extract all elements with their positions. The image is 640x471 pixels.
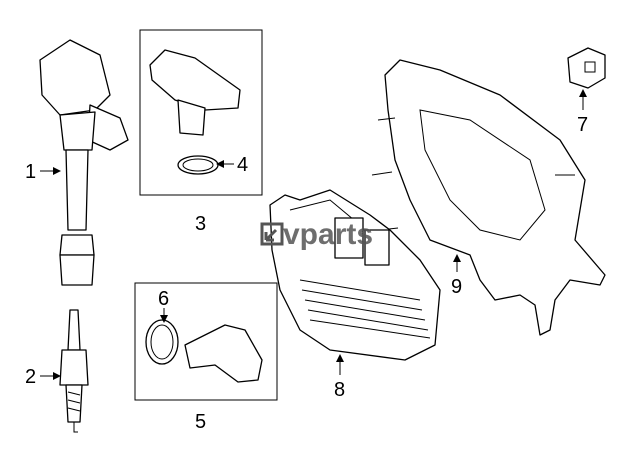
group-box-3 [139, 29, 263, 196]
connector-plug-drawing [567, 47, 606, 89]
svg-text:vparts: vparts [283, 218, 373, 251]
callout-3: 3 [195, 213, 206, 235]
ignition-coil-drawing [39, 39, 129, 286]
callout-4: 4 [216, 154, 248, 176]
group-box-5 [134, 282, 278, 401]
svg-text:6: 6 [158, 288, 169, 310]
svg-text:1: 1 [25, 161, 36, 183]
camshaft-sensor-drawing [149, 49, 241, 175]
svg-text:3: 3 [195, 213, 206, 235]
vparts-watermark: vparts [260, 218, 373, 251]
svg-text:2: 2 [25, 366, 36, 388]
callout-5: 5 [195, 411, 206, 433]
svg-text:9: 9 [451, 276, 462, 298]
ecm-bracket-drawing [371, 59, 606, 336]
ecm-drawing [269, 189, 441, 361]
svg-text:7: 7 [577, 114, 588, 136]
callout-8: 8 [334, 354, 345, 401]
callout-6: 6 [158, 288, 169, 323]
spark-plug-drawing [59, 309, 89, 433]
callout-9: 9 [451, 254, 462, 298]
svg-text:4: 4 [237, 154, 248, 176]
svg-text:5: 5 [195, 411, 206, 433]
crankshaft-sensor-drawing [145, 319, 263, 383]
callout-1: 1 [25, 161, 61, 183]
callout-7: 7 [577, 89, 588, 136]
svg-text:8: 8 [334, 379, 345, 401]
callout-2: 2 [25, 366, 61, 388]
